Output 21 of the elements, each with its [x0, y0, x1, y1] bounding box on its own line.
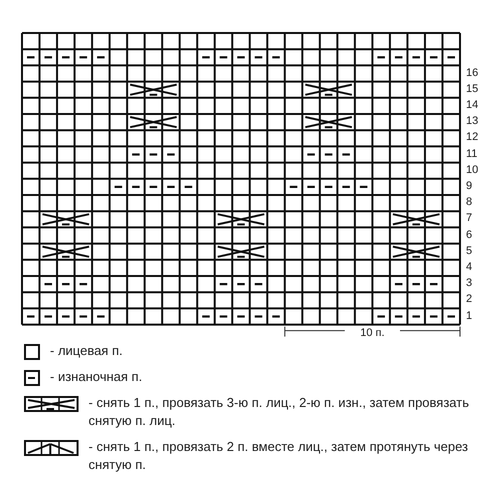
- row-number: 2: [466, 294, 472, 306]
- row-number: 7: [466, 213, 472, 224]
- row-number: 9: [466, 180, 472, 192]
- row-number: 5: [466, 246, 472, 257]
- row-number: 8: [466, 197, 472, 208]
- legend-text: - снять 1 п., провязать 3-ю п. лиц., 2-ю п. изн., затем провязать снятую п. лиц.: [88, 394, 470, 430]
- row-number: 3: [466, 278, 472, 290]
- stitch-count-label: 10 п.: [360, 328, 385, 339]
- row-number: 1: [466, 310, 472, 322]
- row-number: 4: [466, 262, 472, 273]
- legend-text: - снять 1 п., провязать 2 п. вместе лиц., затем протянуть через снятую п.: [88, 438, 469, 474]
- legend-text: - лицевая п.: [50, 342, 123, 360]
- row-number: 15: [466, 84, 478, 95]
- row-number: 13: [466, 116, 478, 128]
- row-number: 6: [466, 230, 472, 240]
- row-number: 10: [466, 164, 478, 176]
- legend-text: - изнаночная п.: [50, 368, 142, 386]
- row-number: 14: [466, 100, 478, 111]
- row-number: 11: [466, 148, 478, 160]
- row-number: 12: [466, 132, 478, 144]
- row-number: 16: [466, 68, 478, 78]
